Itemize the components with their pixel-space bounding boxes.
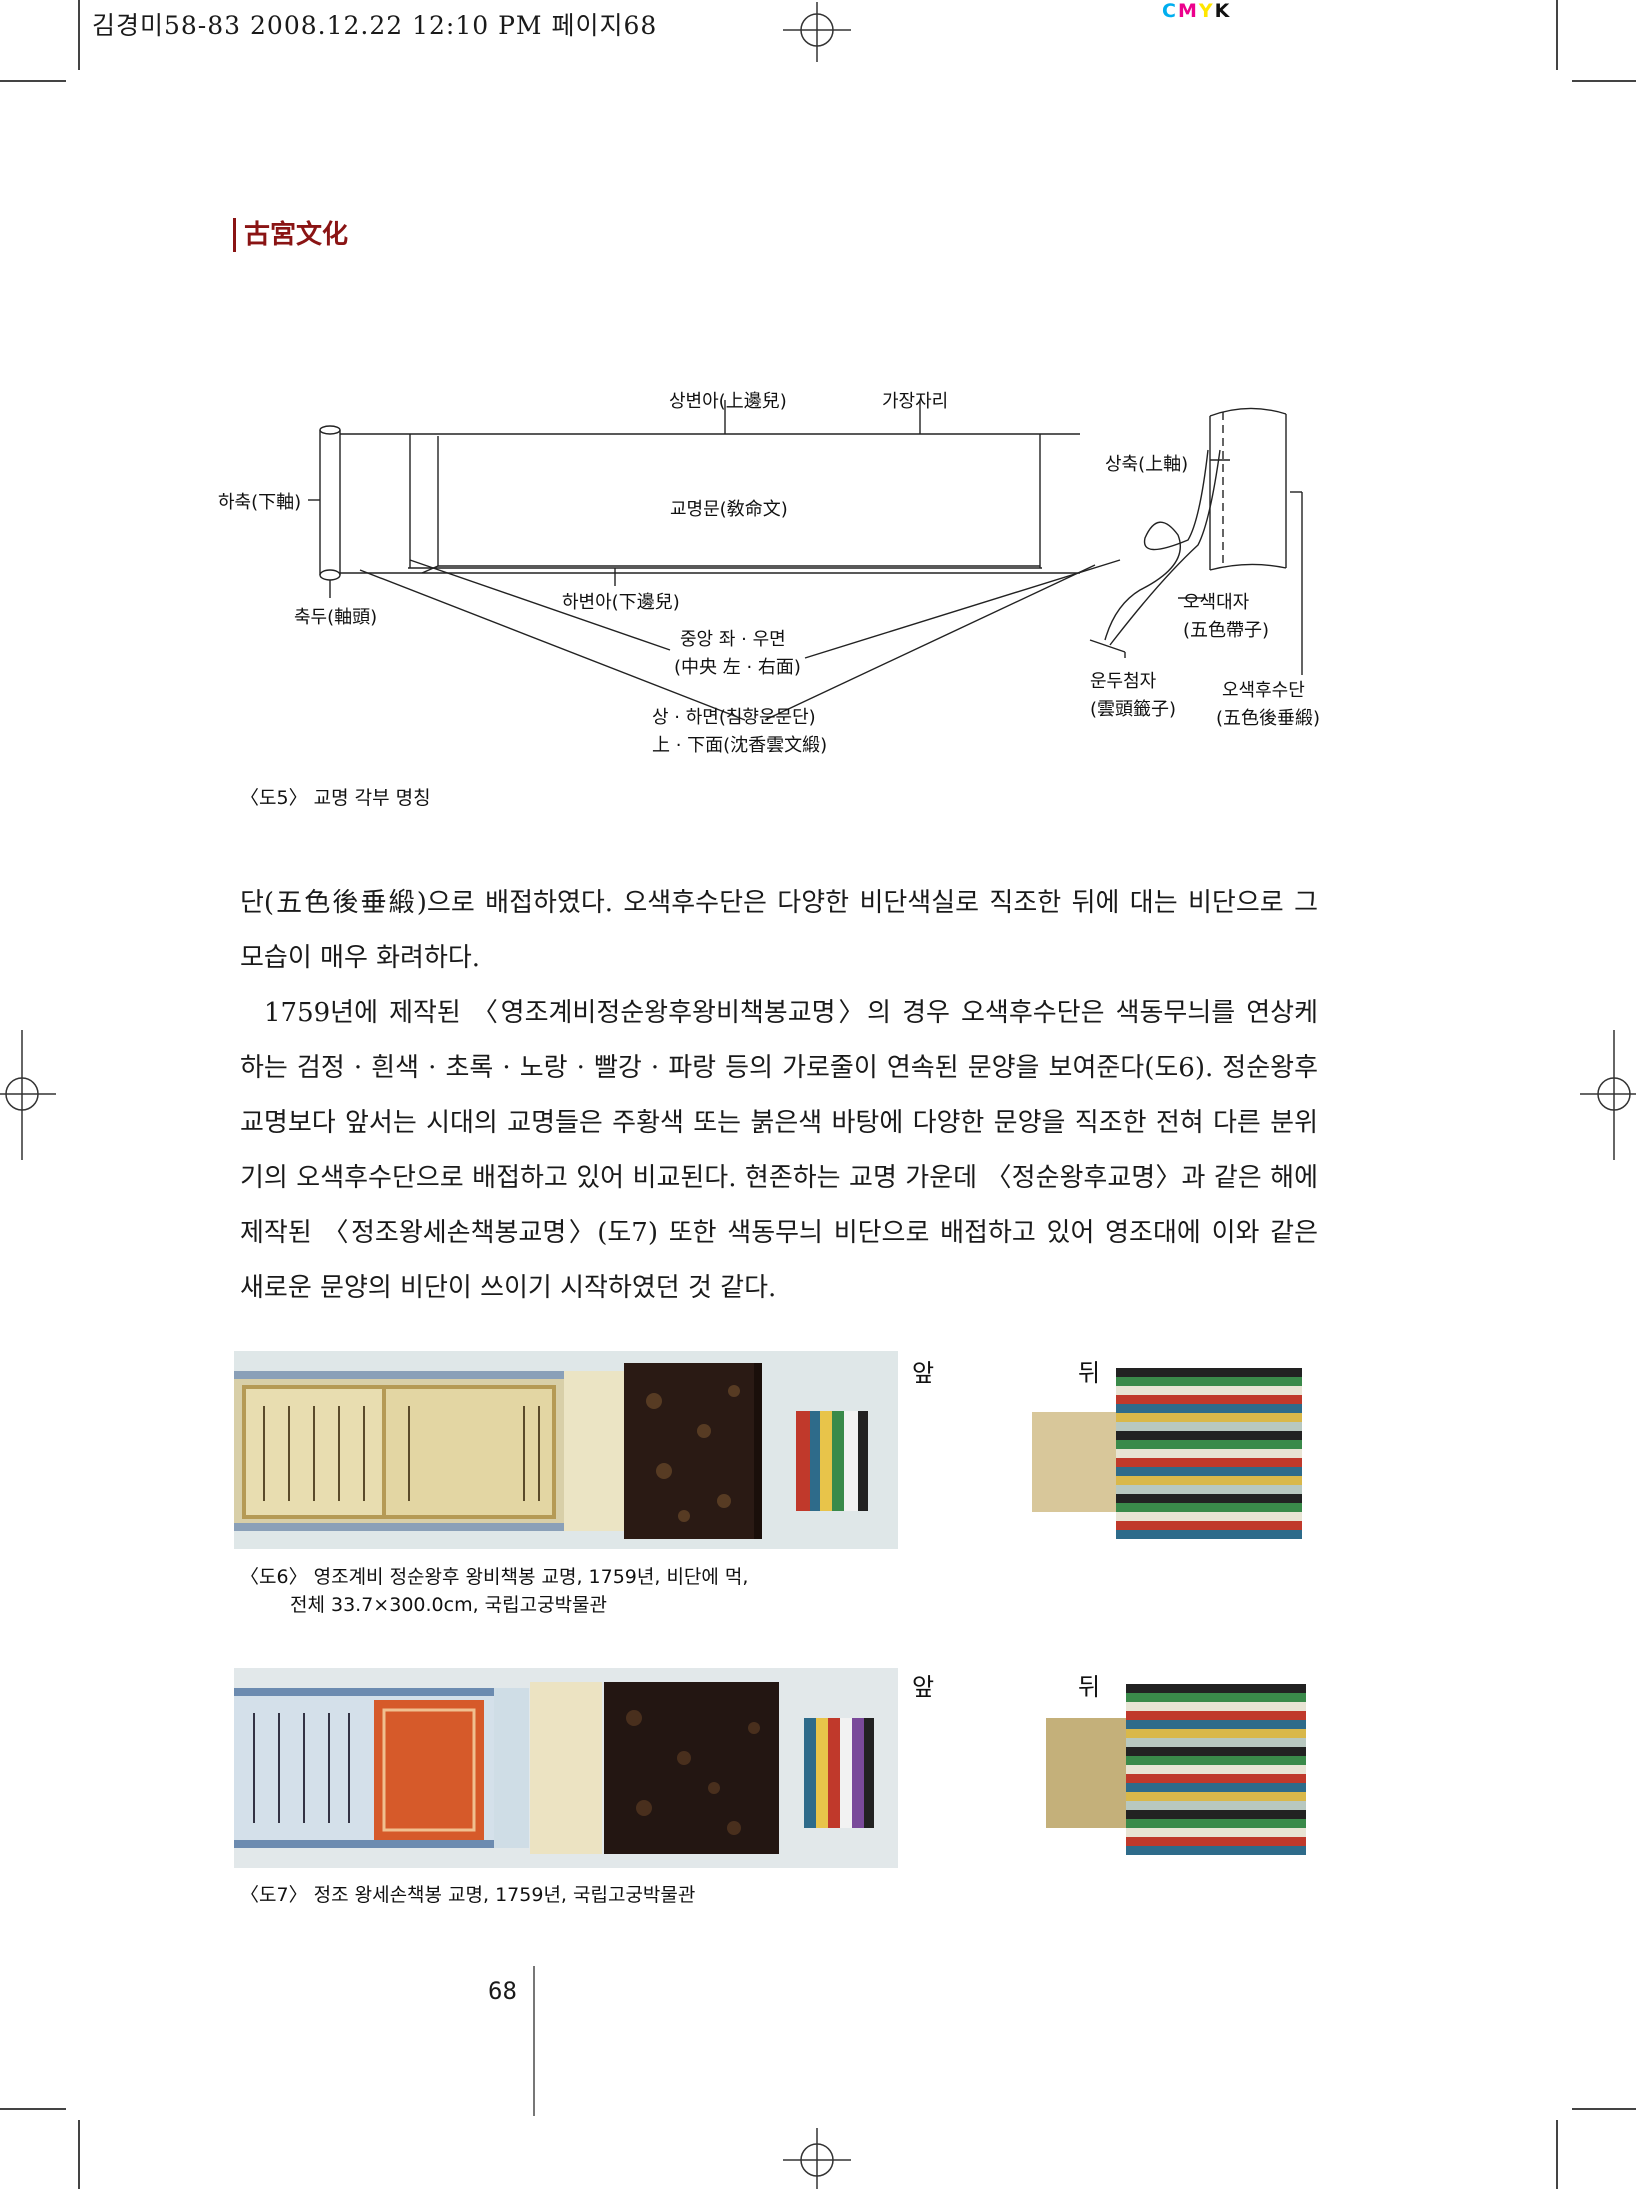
journal-brand: 古宮文化 <box>233 218 348 252</box>
fabric-stripe <box>1126 1828 1306 1837</box>
page-number: 68 <box>488 1977 517 2005</box>
cmyk-k: K <box>1214 0 1232 22</box>
cmyk-marker: CMYK <box>1162 0 1231 22</box>
fabric-stripe <box>1126 1711 1306 1720</box>
fabric-stripe <box>1126 1846 1306 1855</box>
cmyk-c: C <box>1162 0 1178 22</box>
figure7-back-photo <box>1046 1684 1306 1855</box>
fabric-stripe <box>1116 1512 1302 1521</box>
figure6-front-label: 앞 <box>912 1359 935 1387</box>
label-text-area: 교명문(敎命文) <box>670 499 788 520</box>
figure6-back-photo <box>1032 1368 1302 1539</box>
fabric-stripe <box>1116 1440 1302 1449</box>
fabric-stripe <box>1126 1684 1306 1693</box>
label-top-bottom-hanja: 上 · 下面(沈香雲文緞) <box>652 735 828 756</box>
figure7-back-label: 뒤 <box>1078 1673 1101 1701</box>
fabric-stripe <box>1126 1783 1306 1792</box>
fabric-stripe <box>1116 1377 1302 1386</box>
fabric-stripe <box>1126 1774 1306 1783</box>
paragraph-1: 단(五色後垂緞)으로 배접하였다. 오색후수단은 다양한 비단색실로 직조한 뒤… <box>240 888 1318 973</box>
fabric-stripe <box>1126 1702 1306 1711</box>
label-center-lr-hanja: (中央 左 · 右面) <box>674 657 801 678</box>
figure6-caption-line2: 전체 33.7×300.0cm, 국립고궁박물관 <box>290 1594 608 1616</box>
figure7-caption: 〈도7〉 정조 왕세손책봉 교명, 1759년, 국립고궁박물관 <box>240 1884 696 1906</box>
fabric-stripe <box>1116 1368 1302 1377</box>
fabric-stripe <box>1116 1467 1302 1476</box>
fabric-stripe <box>1126 1720 1306 1729</box>
label-top-bottom: 상 · 하면(침향운문단) <box>652 707 816 728</box>
fabric-stripe <box>1126 1756 1306 1765</box>
fabric-stripe <box>1126 1693 1306 1702</box>
file-info-header: 김경미58-83 2008.12.22 12:10 PM 페이지68 <box>92 11 658 40</box>
fabric-stripe <box>1126 1801 1306 1810</box>
fabric-stripe <box>1126 1729 1306 1738</box>
fabric-stripe <box>1116 1485 1302 1494</box>
label-bottom-border: 하변아(下邊兒) <box>562 592 680 613</box>
fabric-stripe <box>1116 1476 1302 1485</box>
fabric-stripe <box>1126 1792 1306 1801</box>
fabric-stripe <box>1116 1503 1302 1512</box>
figure7-front-label: 앞 <box>912 1673 935 1701</box>
figure7-front-photo <box>234 1668 898 1868</box>
fabric-stripe <box>1116 1530 1302 1539</box>
fabric-stripe <box>1116 1422 1302 1431</box>
label-back-silk-hanja: (五色後垂緞) <box>1216 708 1321 729</box>
fabric-stripe <box>1116 1449 1302 1458</box>
figure6-caption-line1: 〈도6〉 영조계비 정순왕후 왕비책봉 교명, 1759년, 비단에 먹, <box>240 1566 749 1588</box>
figure5-caption: 〈도5〉 교명 각부 명칭 <box>240 787 431 809</box>
fabric-stripe <box>1116 1413 1302 1422</box>
scroll-diagram <box>308 400 1303 721</box>
body-text: 단(五色後垂緞)으로 배접하였다. 오색후수단은 다양한 비단색실로 직조한 뒤… <box>240 876 1318 1316</box>
label-cloud-pin-hanja: (雲頭籤子) <box>1090 699 1177 720</box>
label-center-lr: 중앙 좌 · 우면 <box>680 629 786 650</box>
label-top-rod: 상축(上軸) <box>1105 454 1189 475</box>
fabric-stripe <box>1116 1458 1302 1467</box>
paragraph-2: 1759년에 제작된 〈영조계비정순왕후왕비책봉교명〉의 경우 오색후수단은 색… <box>240 998 1318 1303</box>
label-cloud-pin: 운두첨자 <box>1090 671 1157 692</box>
cmyk-y: Y <box>1198 0 1215 22</box>
fabric-stripe <box>1126 1819 1306 1828</box>
fabric-stripe <box>1126 1765 1306 1774</box>
label-bottom-rod: 하축(下軸) <box>218 492 302 513</box>
fabric-stripe <box>1116 1404 1302 1413</box>
figure6-front-photo <box>234 1351 898 1549</box>
fabric-stripe <box>1126 1837 1306 1846</box>
fabric-stripe <box>1116 1521 1302 1530</box>
fabric-stripe <box>1126 1738 1306 1747</box>
label-five-color-strap: 오색대자 <box>1183 592 1250 613</box>
fabric-stripe <box>1116 1386 1302 1395</box>
fabric-stripe <box>1126 1747 1306 1756</box>
fabric-stripe <box>1126 1810 1306 1819</box>
fabric-stripe <box>1116 1494 1302 1503</box>
label-top-border: 상변아(上邊兒) <box>669 391 787 412</box>
fabric-stripe <box>1116 1395 1302 1404</box>
label-five-color-strap-hanja: (五色帶子) <box>1183 620 1270 641</box>
figure6-back-label: 뒤 <box>1078 1359 1101 1387</box>
label-back-silk: 오색후수단 <box>1222 680 1305 701</box>
cmyk-m: M <box>1177 0 1199 22</box>
fabric-stripe <box>1116 1431 1302 1440</box>
label-rod-head: 축두(軸頭) <box>294 607 378 628</box>
label-edge: 가장자리 <box>882 391 949 412</box>
